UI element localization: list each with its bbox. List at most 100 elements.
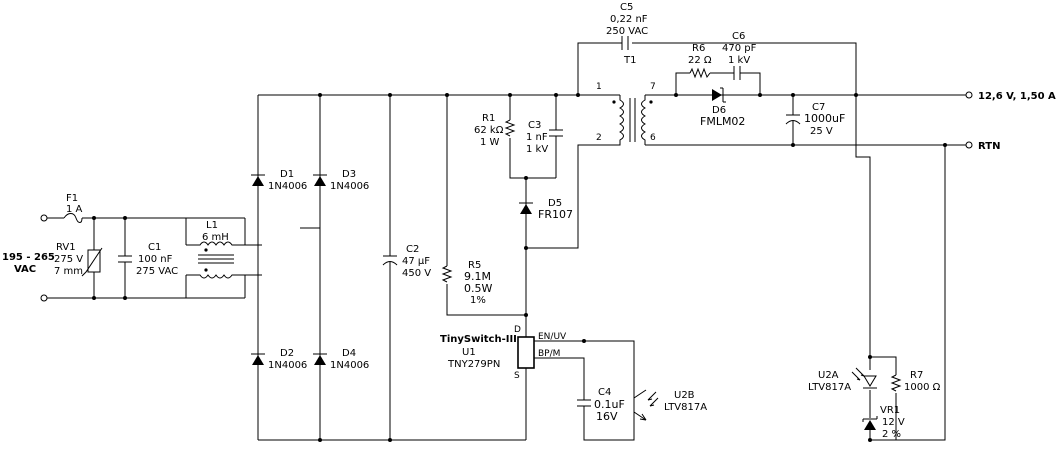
c4-ref: C4	[598, 387, 611, 398]
ic-u1: D S EN/UV BP/M TinySwitch-III U1 TNY279P…	[440, 325, 567, 381]
d3-ref: D3	[342, 169, 356, 180]
u2b-part: LTV817A	[664, 402, 707, 413]
r6-value: 22 Ω	[688, 55, 712, 66]
c5-value: 0,22 nF	[610, 14, 648, 25]
c7-rating: 25 V	[810, 126, 833, 137]
u2a-part: LTV817A	[808, 382, 851, 393]
wires	[47, 42, 966, 441]
diode-d6: D6 FMLM02	[700, 87, 745, 128]
c1-rating: 275 VAC	[136, 266, 178, 277]
c3-value: 1 nF	[526, 132, 548, 143]
junction-dots	[92, 93, 947, 442]
d5-part: FR107	[538, 208, 573, 221]
c3-rating: 1 kV	[526, 144, 548, 155]
c3-ref: C3	[528, 120, 541, 131]
c6-ref: C6	[732, 31, 745, 42]
c1-value: 100 nF	[138, 254, 173, 265]
resistor-r1: R1 62 kΩ 1 W	[474, 113, 516, 148]
vr1-ref: VR1	[880, 405, 900, 416]
l1-ref: L1	[206, 220, 218, 231]
r5-ref: R5	[468, 260, 481, 271]
t1-pin6: 6	[650, 133, 656, 143]
t1-pin7: 7	[650, 82, 656, 92]
r6-ref: R6	[692, 43, 705, 54]
d1-ref: D1	[280, 169, 294, 180]
vr1-tol: 2 %	[882, 429, 901, 440]
diode-d3: D3 1N4006	[313, 169, 369, 192]
resistor-r6: R6 22 Ω	[688, 43, 712, 79]
u1-pin-bp: BP/M	[538, 349, 560, 359]
diode-d2: D2 1N4006	[251, 348, 307, 371]
varistor-rv1: RV1 275 V 7 mm	[54, 242, 103, 277]
r7-value: 1000 Ω	[904, 382, 941, 393]
c6-value: 470 pF	[722, 43, 757, 54]
u1-part: TNY279PN	[447, 359, 500, 370]
d3-part: 1N4006	[330, 181, 369, 192]
capacitor-c3: C3 1 nF 1 kV	[526, 120, 563, 155]
r1-ref: R1	[482, 113, 495, 124]
output-rtn-label: RTN	[978, 141, 1000, 152]
capacitor-c4: C4 0.1uF 16V	[577, 387, 625, 423]
u1-family: TinySwitch-III	[440, 334, 517, 345]
zener-vr1: VR1 12 V 2 %	[862, 405, 905, 440]
capacitor-c1: C1 100 nF 275 VAC	[118, 242, 178, 277]
c5-rating: 250 VAC	[606, 26, 648, 37]
r1-power: 1 W	[480, 137, 500, 148]
u1-pin-s: S	[514, 371, 520, 381]
c7-ref: C7	[812, 102, 825, 113]
vr1-value: 12 V	[882, 417, 905, 428]
choke-l1: L1 6 mH	[185, 218, 245, 298]
t1-pin1: 1	[596, 82, 602, 92]
diode-d1: D1 1N4006	[251, 169, 307, 192]
c2-ref: C2	[406, 244, 419, 255]
input-unit-label: VAC	[14, 264, 36, 275]
r5-value: 9.1M	[464, 270, 491, 283]
c4-value: 0.1uF	[594, 398, 625, 411]
d4-part: 1N4006	[330, 360, 369, 371]
resistor-r7: R7 1000 Ω	[890, 370, 941, 393]
diode-d5: D5 FR107	[519, 198, 573, 221]
capacitor-c6: C6 470 pF 1 kV	[722, 31, 757, 80]
capacitor-c5: C5 0,22 nF 250 VAC	[606, 2, 648, 50]
input-voltage-label: 195 - 265	[2, 252, 55, 263]
transformer-t1: T1 1 2 7 6	[578, 55, 656, 146]
optocoupler-u2b: U2B LTV817A	[633, 389, 707, 421]
fuse-f1: F1 1 A	[63, 193, 83, 223]
u2a-ref: U2A	[818, 370, 839, 381]
u2b-ref: U2B	[674, 390, 695, 401]
l1-value: 6 mH	[202, 232, 229, 243]
terminals	[40, 91, 973, 302]
u1-pin-d: D	[514, 325, 521, 335]
capacitor-c2: C2 47 µF 450 V	[382, 244, 431, 279]
t1-ref: T1	[623, 55, 636, 66]
c2-rating: 450 V	[402, 268, 431, 279]
diode-d4: D4 1N4006	[313, 348, 369, 371]
d2-ref: D2	[280, 348, 294, 359]
d6-ref: D6	[712, 105, 726, 116]
c2-value: 47 µF	[402, 256, 430, 267]
r5-power: 0.5W	[464, 282, 492, 295]
u1-pin-en: EN/UV	[538, 332, 567, 342]
r1-value: 62 kΩ	[474, 125, 504, 136]
rv1-size: 7 mm	[54, 266, 83, 277]
c1-ref: C1	[148, 242, 161, 253]
f1-ref: F1	[66, 193, 78, 204]
output-voltage-label: 12,6 V, 1,50 A	[978, 91, 1056, 102]
r5-tol: 1%	[470, 295, 486, 306]
c5-ref: C5	[620, 2, 633, 13]
t1-pin2: 2	[596, 133, 602, 143]
u1-ref: U1	[462, 347, 476, 358]
c7-value: 1000uF	[804, 112, 845, 125]
capacitor-c7: C7 1000uF 25 V	[785, 102, 845, 137]
d1-part: 1N4006	[268, 181, 307, 192]
d4-ref: D4	[342, 348, 356, 359]
resistor-r5: R5 9.1M 0.5W 1%	[441, 260, 492, 306]
rv1-ref: RV1	[56, 242, 76, 253]
d6-part: FMLM02	[700, 115, 745, 128]
c6-rating: 1 kV	[728, 55, 750, 66]
d2-part: 1N4006	[268, 360, 307, 371]
rv1-value: 275 V	[54, 254, 83, 265]
r7-ref: R7	[910, 370, 923, 381]
c4-rating: 16V	[596, 410, 618, 423]
